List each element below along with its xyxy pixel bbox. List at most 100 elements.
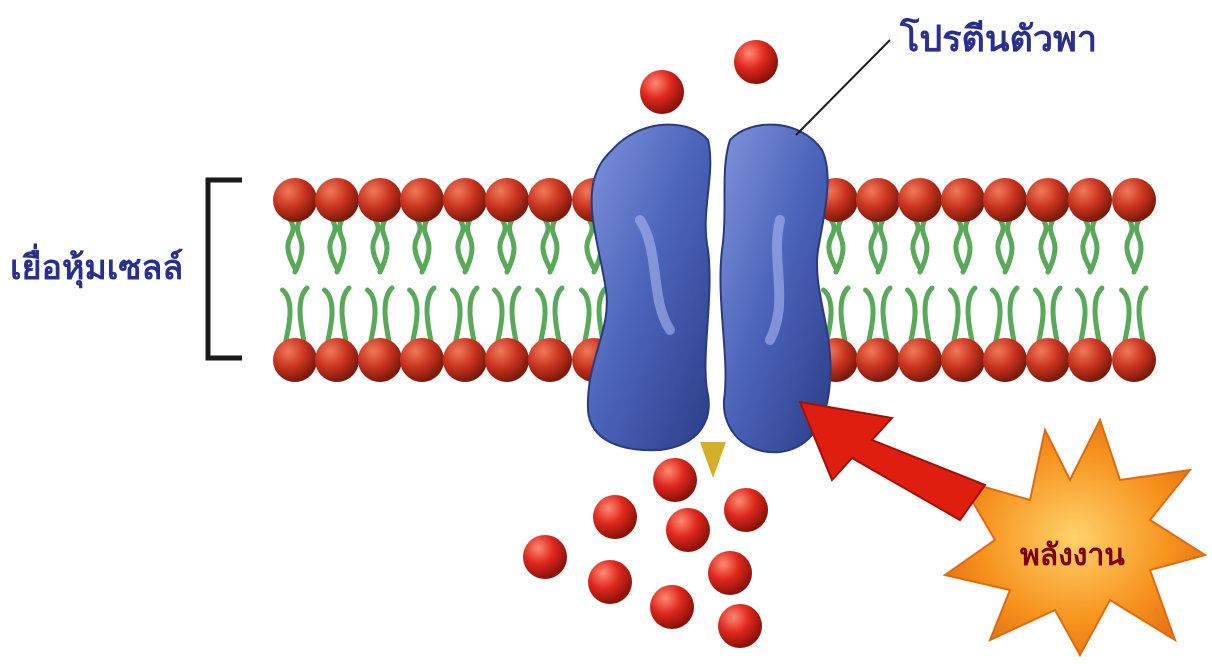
lipid-tail [829,218,837,270]
phospholipid-head [1026,338,1070,382]
lipid-tail [465,218,472,272]
lipid-tail [1048,218,1055,272]
lipid-tail [470,288,477,346]
lipid-tail [963,218,970,272]
phospholipid-head [941,178,985,222]
lipid-tail [342,288,349,346]
lipid-tail [993,290,1001,346]
lipid-tail [841,288,848,346]
lipid-tail [1122,290,1130,346]
lipid-tail [913,218,921,270]
molecule [724,488,768,532]
phospholipid-head [983,338,1027,382]
lipid-tail [458,218,466,270]
lipid-tail [380,218,387,272]
lipid-tail [325,290,333,346]
lipid-tail [422,218,429,272]
molecule [718,604,762,648]
phospholipid-head [1026,178,1070,222]
lipid-tail [1078,290,1086,346]
lipid-tail [1036,290,1044,346]
lipid-tail [427,288,434,346]
membrane-label: เยื่อหุ้มเซลล์ [10,240,183,294]
lipid-tail [1090,218,1097,272]
phospholipid-head [941,338,985,382]
carrier-protein [588,125,831,453]
phospholipid-head [358,178,402,222]
lipid-tail [410,290,418,346]
lipid-tail [543,218,551,270]
lipid-tail [288,218,296,270]
phospholipid-head [856,178,900,222]
phospholipid-head [898,178,942,222]
lipid-tail [951,290,959,346]
lipid-tail [956,218,964,270]
carrier-protein-label: โปรตีนตัวพา [900,10,1097,67]
lipid-tail [512,288,519,346]
lipid-tail [871,218,879,270]
phospholipid-head [400,338,444,382]
phospholipid-head [528,178,572,222]
molecule [588,560,632,604]
phospholipid-head [983,178,1027,222]
lipid-tail [836,218,843,272]
lipid-tail [495,290,503,346]
lipid-tail [920,218,927,272]
lipid-tail [295,218,302,272]
lipid-tail [415,218,423,270]
lipid-tail [866,290,874,346]
lipid-tail [385,288,392,346]
lipid-tail [1010,288,1017,346]
lipid-tail [968,288,975,346]
energy-arrow [800,402,985,520]
lipid-tail [1041,218,1049,270]
phospholipid-head [443,338,487,382]
lipid-tail [1095,288,1102,346]
lipid-tail [283,290,291,346]
molecule [708,551,752,595]
lipid-tail [1083,218,1091,270]
phospholipid-head [1112,178,1156,222]
lipid-tail [1127,218,1135,270]
phospholipid-head [315,178,359,222]
lipid-tail [1005,218,1012,272]
phospholipid-head [400,178,444,222]
molecule [666,508,710,552]
phospholipid-head [315,338,359,382]
lipid-tail [925,288,932,346]
molecule [640,70,684,114]
membrane-bracket [208,180,242,358]
molecule [523,535,567,579]
molecule [734,40,778,84]
phospholipid-head [1068,178,1112,222]
lipid-tail [373,218,381,270]
lipid-tail [1139,288,1146,346]
phospholipid-head [443,178,487,222]
lipid-tail [1134,218,1141,272]
lipid-tail [998,218,1006,270]
phospholipid-head [485,178,529,222]
lipid-tail [453,290,461,346]
carrier-protein-left-half [588,125,710,451]
lipid-tail [538,290,546,346]
lipid-tail [555,288,562,346]
protein-leader-line [796,40,890,135]
phospholipid-head [1068,338,1112,382]
lipid-tail [368,290,376,346]
lipid-tail [300,288,307,346]
lipid-tail [582,290,590,346]
energy-label: พลังงาน [1020,532,1125,579]
lipid-tail [1053,288,1060,346]
lipid-tail [883,288,890,346]
lipid-tail [337,218,344,272]
molecule [593,495,637,539]
molecule [653,458,697,502]
lipid-tail [908,290,916,346]
phospholipid-head [273,178,317,222]
phospholipid-head [856,338,900,382]
phospholipid-head [898,338,942,382]
lipid-tail [550,218,557,272]
lipid-tail [500,218,508,270]
lipid-tail [878,218,885,272]
